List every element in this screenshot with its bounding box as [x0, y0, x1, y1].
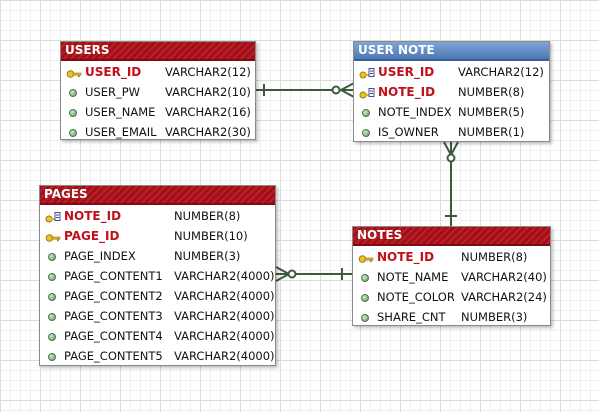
- column-type: VARCHAR2(4000): [174, 309, 275, 323]
- column-name: IS_OWNER: [378, 125, 439, 139]
- column-type: VARCHAR2(4000): [174, 329, 275, 343]
- table-user-note-columns: USER_ID VARCHAR2(12) NOTE_ID NUMBER(8) N…: [354, 61, 549, 142]
- column-name: USER_NAME: [85, 105, 156, 119]
- column-dot-icon: [359, 106, 375, 118]
- column-type: VARCHAR2(4000): [174, 349, 275, 363]
- table-pages[interactable]: PAGES NOTE_ID NUMBER(8) PAGE_ID NUMBER(1…: [39, 185, 276, 366]
- column-row[interactable]: USER_ID VARCHAR2(12): [354, 62, 549, 82]
- many-crowfoot-user-note: [338, 82, 355, 98]
- column-dot-icon: [358, 271, 374, 283]
- primary-key-icon: [358, 251, 374, 263]
- column-row[interactable]: NOTE_ID NUMBER(8): [354, 82, 549, 102]
- column-name: NOTE_ID: [64, 209, 122, 223]
- table-pages-columns: NOTE_ID NUMBER(8) PAGE_ID NUMBER(10) PAG…: [40, 205, 275, 366]
- column-name: USER_ID: [378, 65, 435, 79]
- optional-circle-user-note-bottom: [446, 153, 456, 163]
- column-type: VARCHAR2(16): [165, 105, 251, 119]
- column-row[interactable]: PAGE_ID NUMBER(10): [40, 226, 275, 246]
- column-dot-icon: [45, 250, 61, 262]
- column-row[interactable]: NOTE_NAME VARCHAR2(40): [353, 267, 550, 287]
- column-row[interactable]: USER_EMAIL VARCHAR2(30): [61, 122, 255, 142]
- table-users[interactable]: USERS USER_ID VARCHAR2(12) USER_PW VARCH…: [60, 41, 256, 140]
- column-row[interactable]: NOTE_ID NUMBER(8): [40, 206, 275, 226]
- column-row[interactable]: USER_NAME VARCHAR2(16): [61, 102, 255, 122]
- column-name: PAGE_CONTENT1: [64, 269, 163, 283]
- column-dot-icon: [45, 330, 61, 342]
- column-dot-icon: [66, 106, 82, 118]
- column-name: NOTE_ID: [377, 250, 435, 264]
- column-type: NUMBER(5): [458, 105, 525, 119]
- optional-circle-pages: [287, 269, 297, 279]
- column-type: NUMBER(8): [174, 209, 241, 223]
- primary-foreign-key-icon: [45, 210, 61, 223]
- column-type: VARCHAR2(30): [165, 125, 251, 139]
- column-type: NUMBER(8): [461, 250, 528, 264]
- column-type: NUMBER(1): [458, 125, 525, 139]
- column-row[interactable]: IS_OWNER NUMBER(1): [354, 122, 549, 142]
- column-row[interactable]: PAGE_INDEX NUMBER(3): [40, 246, 275, 266]
- column-type: VARCHAR2(12): [165, 65, 251, 79]
- column-type: VARCHAR2(4000): [174, 269, 275, 283]
- column-row[interactable]: SHARE_CNT NUMBER(3): [353, 307, 550, 327]
- column-name: NOTE_COLOR: [377, 290, 455, 304]
- column-dot-icon: [45, 310, 61, 322]
- column-type: VARCHAR2(24): [461, 290, 547, 304]
- table-notes[interactable]: NOTES NOTE_ID NUMBER(8) NOTE_NAME VARCHA…: [352, 226, 551, 326]
- column-dot-icon: [45, 290, 61, 302]
- column-name: USER_ID: [85, 65, 142, 79]
- column-row[interactable]: NOTE_ID NUMBER(8): [353, 247, 550, 267]
- column-dot-icon: [358, 291, 374, 303]
- column-name: USER_EMAIL: [85, 125, 157, 139]
- column-row[interactable]: USER_ID VARCHAR2(12): [61, 62, 255, 82]
- column-name: NOTE_INDEX: [378, 105, 452, 119]
- table-notes-columns: NOTE_ID NUMBER(8) NOTE_NAME VARCHAR2(40)…: [353, 246, 550, 327]
- column-row[interactable]: PAGE_CONTENT1 VARCHAR2(4000): [40, 266, 275, 286]
- column-type: NUMBER(3): [461, 310, 528, 324]
- column-name: PAGE_INDEX: [64, 249, 136, 263]
- primary-foreign-key-icon: [359, 86, 375, 99]
- column-row[interactable]: USER_PW VARCHAR2(10): [61, 82, 255, 102]
- column-name: PAGE_CONTENT3: [64, 309, 163, 323]
- table-user-note[interactable]: USER NOTE USER_ID VARCHAR2(12) NOTE_ID N…: [353, 41, 550, 142]
- table-users-columns: USER_ID VARCHAR2(12) USER_PW VARCHAR2(10…: [61, 61, 255, 142]
- primary-foreign-key-icon: [359, 66, 375, 79]
- column-dot-icon: [358, 311, 374, 323]
- column-name: NOTE_NAME: [377, 270, 449, 284]
- table-users-header[interactable]: USERS: [61, 42, 255, 61]
- column-type: VARCHAR2(40): [461, 270, 547, 284]
- column-dot-icon: [66, 126, 82, 138]
- column-row[interactable]: NOTE_COLOR VARCHAR2(24): [353, 287, 550, 307]
- column-type: VARCHAR2(12): [458, 65, 544, 79]
- table-user-note-header[interactable]: USER NOTE: [354, 42, 549, 61]
- column-name: NOTE_ID: [378, 85, 436, 99]
- column-name: PAGE_CONTENT5: [64, 349, 163, 363]
- optional-circle-user-note: [331, 85, 341, 95]
- column-dot-icon: [66, 86, 82, 98]
- column-type: NUMBER(3): [174, 249, 241, 263]
- column-type: VARCHAR2(4000): [174, 289, 275, 303]
- column-row[interactable]: NOTE_INDEX NUMBER(5): [354, 102, 549, 122]
- table-notes-header[interactable]: NOTES: [353, 227, 550, 246]
- column-name: PAGE_CONTENT4: [64, 329, 163, 343]
- primary-key-icon: [45, 230, 61, 242]
- primary-key-icon: [66, 66, 82, 78]
- column-name: PAGE_CONTENT2: [64, 289, 163, 303]
- column-row[interactable]: PAGE_CONTENT3 VARCHAR2(4000): [40, 306, 275, 326]
- column-row[interactable]: PAGE_CONTENT5 VARCHAR2(4000): [40, 346, 275, 366]
- column-row[interactable]: PAGE_CONTENT2 VARCHAR2(4000): [40, 286, 275, 306]
- column-name: SHARE_CNT: [377, 310, 446, 324]
- column-dot-icon: [359, 126, 375, 138]
- table-pages-header[interactable]: PAGES: [40, 186, 275, 205]
- column-dot-icon: [45, 350, 61, 362]
- column-type: VARCHAR2(10): [165, 85, 251, 99]
- column-name: USER_PW: [85, 85, 141, 99]
- column-row[interactable]: PAGE_CONTENT4 VARCHAR2(4000): [40, 326, 275, 346]
- column-type: NUMBER(8): [458, 85, 525, 99]
- column-dot-icon: [45, 270, 61, 282]
- column-type: NUMBER(10): [174, 229, 248, 243]
- column-name: PAGE_ID: [64, 229, 120, 243]
